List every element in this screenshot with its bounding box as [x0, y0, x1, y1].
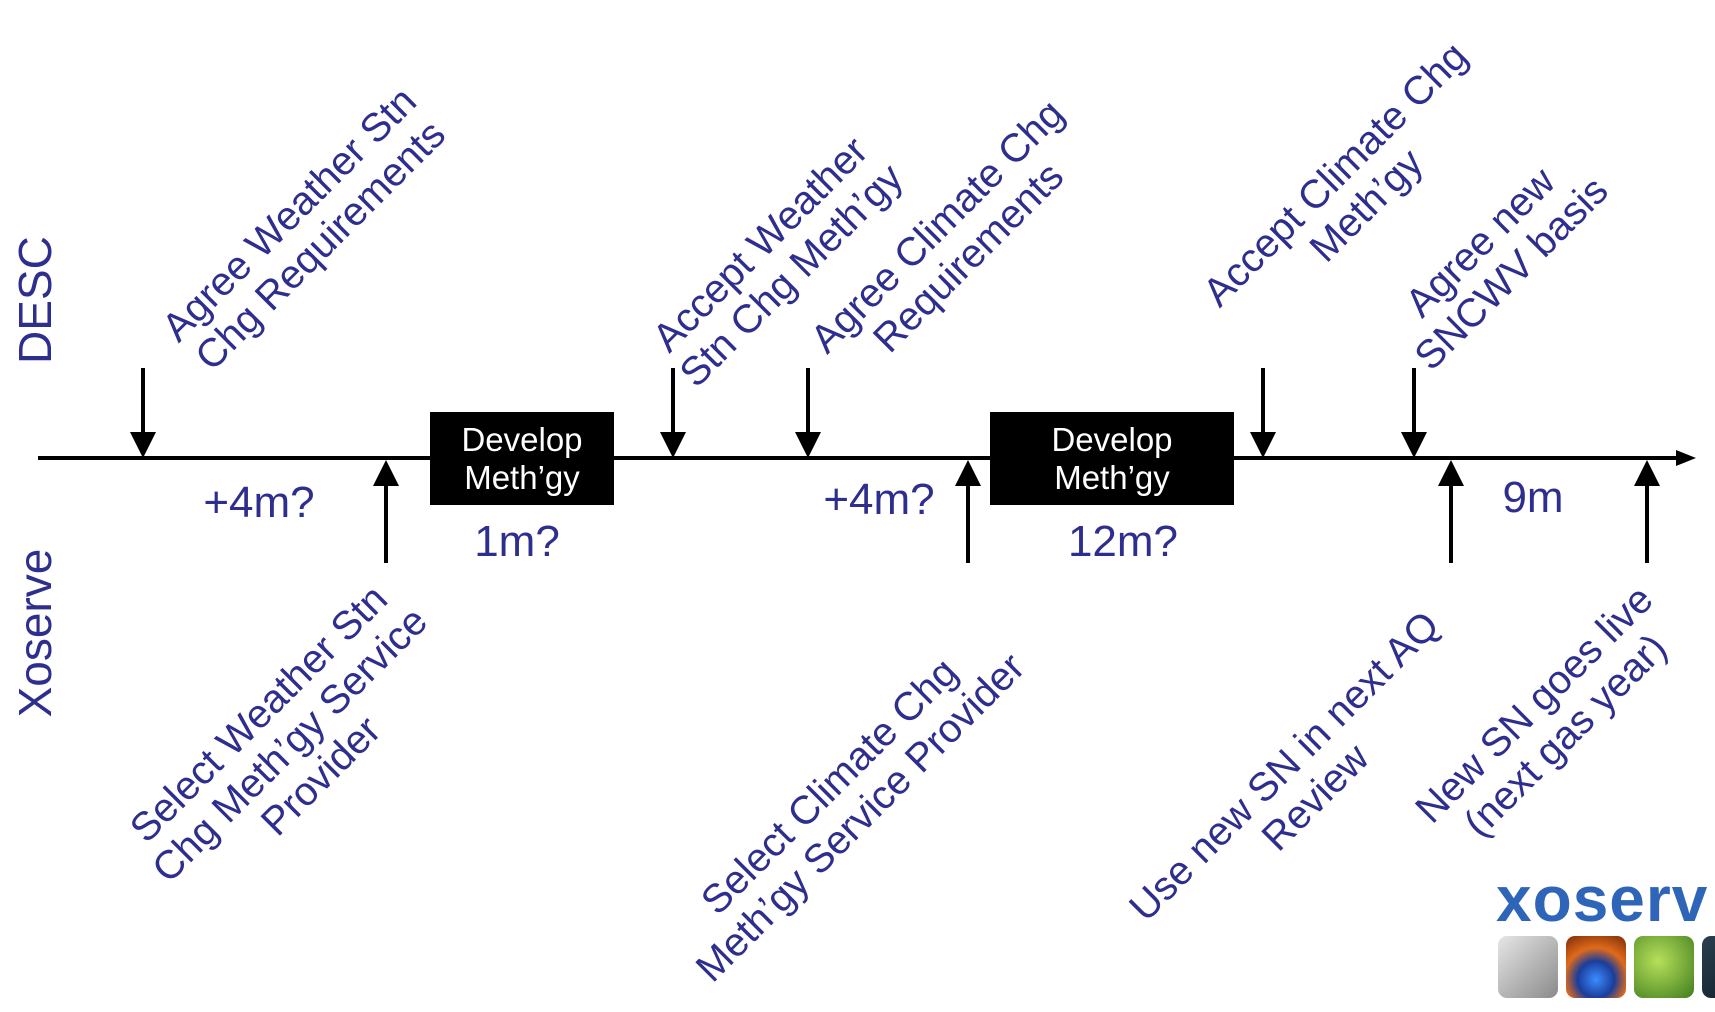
xoserve-milestone-arrow: [1438, 460, 1464, 563]
desc-milestone-arrow: [1250, 368, 1276, 458]
xoserve-milestone-arrow: [955, 460, 981, 563]
xoserve-milestone-arrow: [1634, 460, 1660, 563]
timeline-axis: [38, 450, 1696, 466]
xoserve-logo: xoserv: [1496, 863, 1709, 935]
meter-photo-icon: [1498, 936, 1558, 998]
lane-label-desc: DESC: [9, 236, 61, 364]
process-box-develop-methodology: Develop Meth’gy: [990, 412, 1234, 505]
dark-photo-icon: [1702, 936, 1715, 998]
gas-flame-photo-icon: [1566, 936, 1626, 998]
lane-label-xoserve: Xoserve: [9, 548, 61, 718]
desc-milestone-arrow: [795, 368, 821, 458]
process-box-develop-methodology: Develop Meth’gy: [430, 412, 614, 505]
process-box-duration: 12m?: [1067, 517, 1179, 566]
duration-label: +4m?: [823, 475, 935, 524]
desc-milestone-arrow: [660, 368, 686, 458]
duration-label: 9m: [1502, 473, 1564, 522]
desc-milestone-arrow: [130, 368, 156, 458]
leaf-photo-icon: [1634, 936, 1694, 998]
process-box-duration: 1m?: [474, 517, 560, 566]
desc-milestone-arrow: [1401, 368, 1427, 458]
duration-label: +4m?: [203, 478, 315, 527]
process-box-label: Develop Meth’gy: [1051, 420, 1173, 496]
process-box-label: Develop Meth’gy: [461, 420, 583, 496]
xoserve-milestone-arrow: [373, 460, 399, 563]
